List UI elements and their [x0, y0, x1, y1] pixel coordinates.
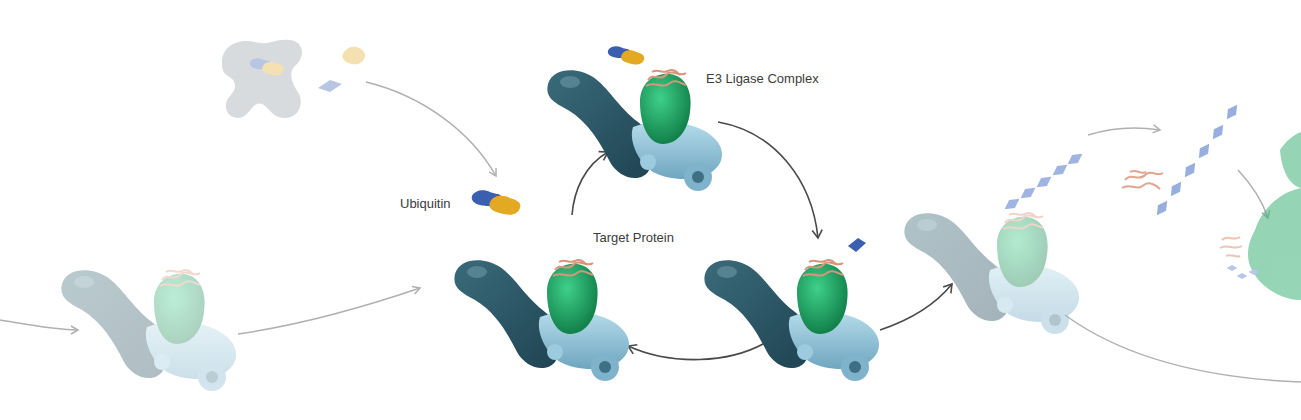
illustration-label: Ubiquitin [400, 196, 451, 212]
illustration-label: E3 Ligase Complex [706, 71, 819, 87]
illustration-label: Target Protein [593, 230, 674, 246]
